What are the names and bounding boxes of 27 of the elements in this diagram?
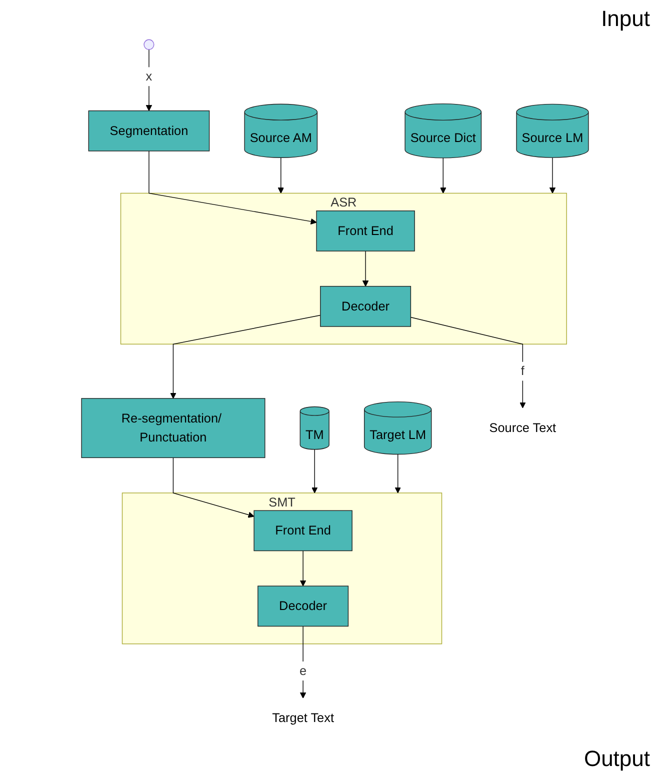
node-text: Source Text <box>489 420 556 435</box>
edge-label: e <box>300 664 307 678</box>
arrow <box>278 157 284 194</box>
arrow <box>148 150 317 224</box>
node-box: Re-segmentation/ Punctuation <box>81 398 266 458</box>
node-box: Front End <box>316 210 415 252</box>
node-text: Target Text <box>272 710 334 725</box>
arrow <box>312 449 318 494</box>
arrow <box>394 454 401 494</box>
node-circle <box>144 39 154 50</box>
section-label: Output <box>584 746 650 772</box>
arrow <box>362 250 369 287</box>
arrow <box>170 314 321 399</box>
node-box: Front End <box>254 510 352 552</box>
section-label: Input <box>601 6 650 32</box>
node-box: Segmentation <box>88 110 210 152</box>
arrow <box>300 626 306 698</box>
node-box: Decoder <box>320 286 412 327</box>
arrow <box>549 157 556 194</box>
arrow <box>146 49 152 112</box>
arrow <box>300 550 306 586</box>
edge-label: x <box>146 69 152 84</box>
arrow <box>440 158 446 194</box>
node-box: Decoder <box>258 586 349 627</box>
edge-label: f <box>520 364 524 378</box>
arrow <box>172 457 254 518</box>
arrow <box>410 316 526 408</box>
